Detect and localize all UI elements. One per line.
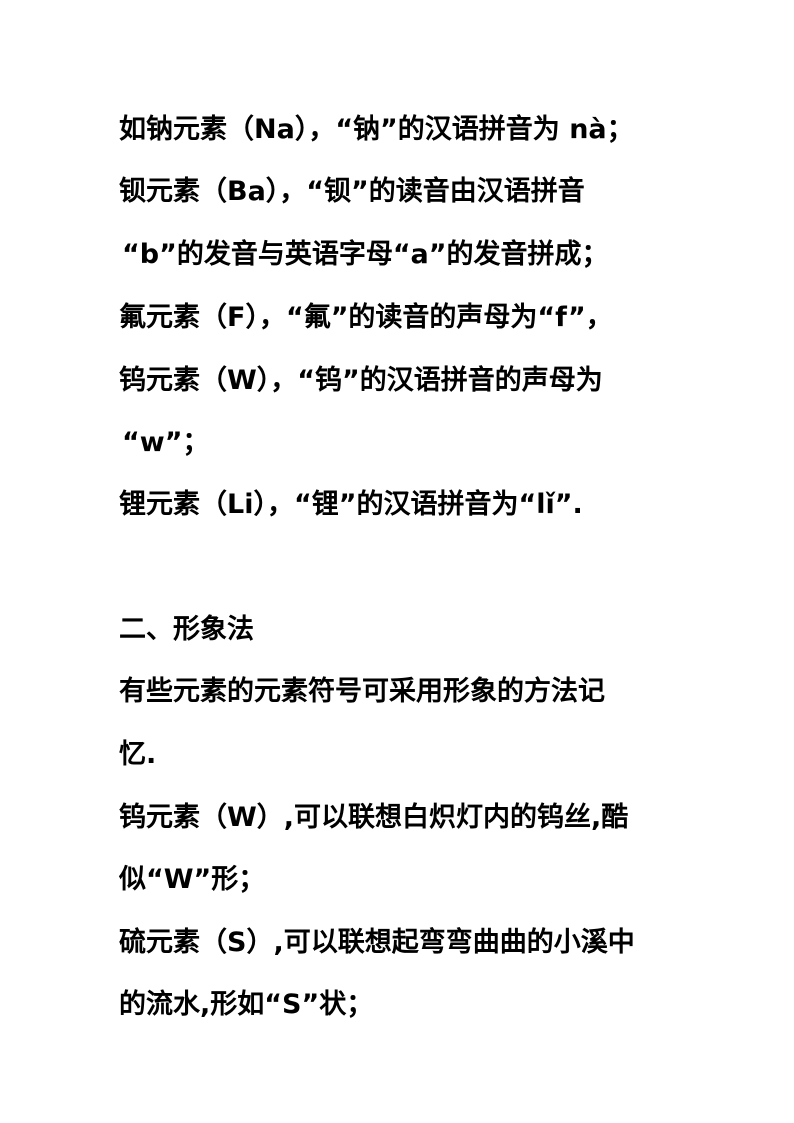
text-line-intro: 有些元素的元素符号可采用形象的方法记 [119, 676, 605, 707]
text-line-lithium: 锂元素（Li），“锂”的汉语拼音为“lǐ”. [119, 489, 583, 520]
text-line-tungsten-shape: 钨元素（W）,可以联想白炽灯内的钨丝,酷 [119, 802, 629, 833]
text-line-sulfur-shape-cont: 的流水,形如“S”状； [119, 989, 374, 1020]
text-line-tungsten-cont: “w”； [122, 427, 210, 458]
text-line-barium-cont: “b”的发音与英语字母“a”的发音拼成； [122, 239, 609, 270]
text-line-tungsten-shape-cont: 似“W”形； [119, 864, 266, 895]
text-line-fluorine: 氟元素（F），“氟”的读音的声母为“f”， [119, 302, 613, 333]
text-line-barium: 钡元素（Ba），“钡”的读音由汉语拼音 [119, 176, 585, 207]
section-heading: 二、形象法 [119, 614, 254, 645]
text-line-tungsten: 钨元素（W），“钨”的汉语拼音的声母为 [119, 365, 603, 396]
text-line-sodium: 如钠元素（Na），“钠”的汉语拼音为 nà； [119, 114, 634, 145]
text-line-sulfur-shape: 硫元素（S）,可以联想起弯弯曲曲的小溪中 [119, 927, 635, 958]
text-line-intro-cont: 忆. [119, 739, 157, 770]
